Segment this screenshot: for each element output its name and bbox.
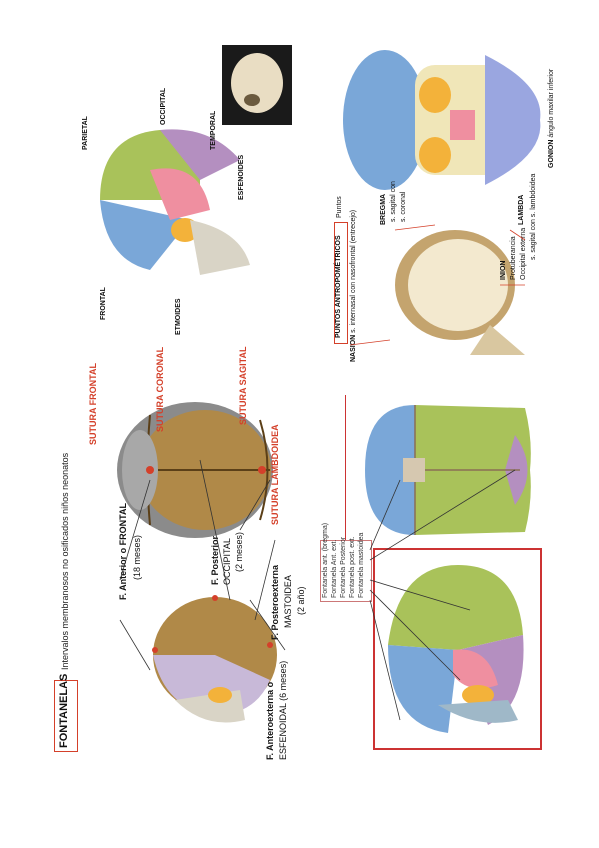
skull-photo	[222, 45, 292, 125]
inion-label: INION	[500, 260, 507, 280]
bone-label-occipital: OCCIPITAL	[160, 87, 167, 125]
page-title: FONTANELAS	[58, 673, 70, 748]
bone-label-esfenoides: ESFENOIDES	[238, 154, 245, 200]
points-title-box	[334, 222, 348, 344]
newborn-skull-top	[365, 405, 531, 535]
label-f-posteroexterna-time: (2 año)	[296, 586, 306, 615]
bone-label-temporal: TEMPORAL	[210, 110, 217, 150]
points-subtitle: Puntos	[336, 196, 343, 218]
label-f-anterior: F. Anterior o FRONTAL	[118, 503, 128, 600]
inion-desc-2: Occipital externa	[520, 227, 527, 280]
title-box	[54, 680, 78, 752]
adult-skull-colored	[100, 129, 250, 275]
label-f-anteroexterna-name: ESFENOIDAL (6 meses)	[278, 660, 288, 760]
points-title: PUNTOS ANTROPOMÉTRICOS	[335, 235, 342, 338]
gonion-label: GONION ángulo maxilar inferior	[548, 68, 555, 168]
label-f-posterior: F. Posterior	[210, 535, 220, 585]
bone-label-frontal: FRONTAL	[100, 287, 107, 320]
label-f-posterior-name: OCCIPITAL	[222, 538, 232, 585]
bone-label-etmoides: ETMOIDES	[175, 298, 182, 335]
legend-item-1: Fontanela Ant. ext.	[331, 539, 338, 598]
label-sutura-sagital: SUTURA SAGITAL	[238, 346, 248, 426]
label-f-anteroexterna: F. Anteroexterna o	[265, 681, 275, 760]
inion-desc-1: Protuberancia	[510, 236, 517, 280]
legend-item-4: Fontanela mastoidea	[358, 532, 365, 598]
skull-frontal-view	[343, 50, 541, 190]
bregma-desc-2: s. coronal	[400, 191, 407, 222]
legend-item-3: Fontanela post. ext.	[349, 536, 356, 598]
label-f-anterior-time: (18 meses)	[132, 534, 142, 580]
bregma-label: BREGMA	[380, 193, 387, 225]
legend-item-2: Fontanela Posterior	[340, 536, 347, 598]
skull-sagittal-section	[395, 230, 525, 355]
label-f-posteroexterna-name: MASTOIDEA	[283, 575, 293, 628]
label-f-posteroexterna: F. Posteroexterna	[270, 564, 280, 640]
newborn-skull-side	[388, 565, 524, 733]
skull-top-view	[117, 402, 273, 538]
legend-item-0: Fontanela ant. (bregma)	[322, 522, 329, 598]
page-subtitle: Intervalos membranosos no osificados niñ…	[60, 452, 70, 670]
label-sutura-frontal: SUTURA FRONTAL	[88, 363, 98, 445]
fontanel-legend	[320, 540, 372, 602]
lambda-desc: s. sagital con s. lambdoidea	[530, 173, 537, 260]
bregma-desc-1: s. sagital con	[390, 181, 397, 222]
label-sutura-coronal: SUTURA CORONAL	[155, 346, 165, 432]
label-f-posterior-time: (2 meses)	[234, 531, 244, 572]
bottom-left-frame	[345, 395, 541, 545]
skull-side-view	[152, 595, 277, 723]
lambda-label: LAMBDA	[518, 194, 525, 225]
bone-label-parietal: PARIETAL	[82, 116, 89, 150]
label-sutura-lambdoidea: SUTURA LAMBDOIDEA	[270, 424, 280, 525]
nasion-label: NASION s. internasal con nasofrontal (en…	[350, 209, 357, 362]
